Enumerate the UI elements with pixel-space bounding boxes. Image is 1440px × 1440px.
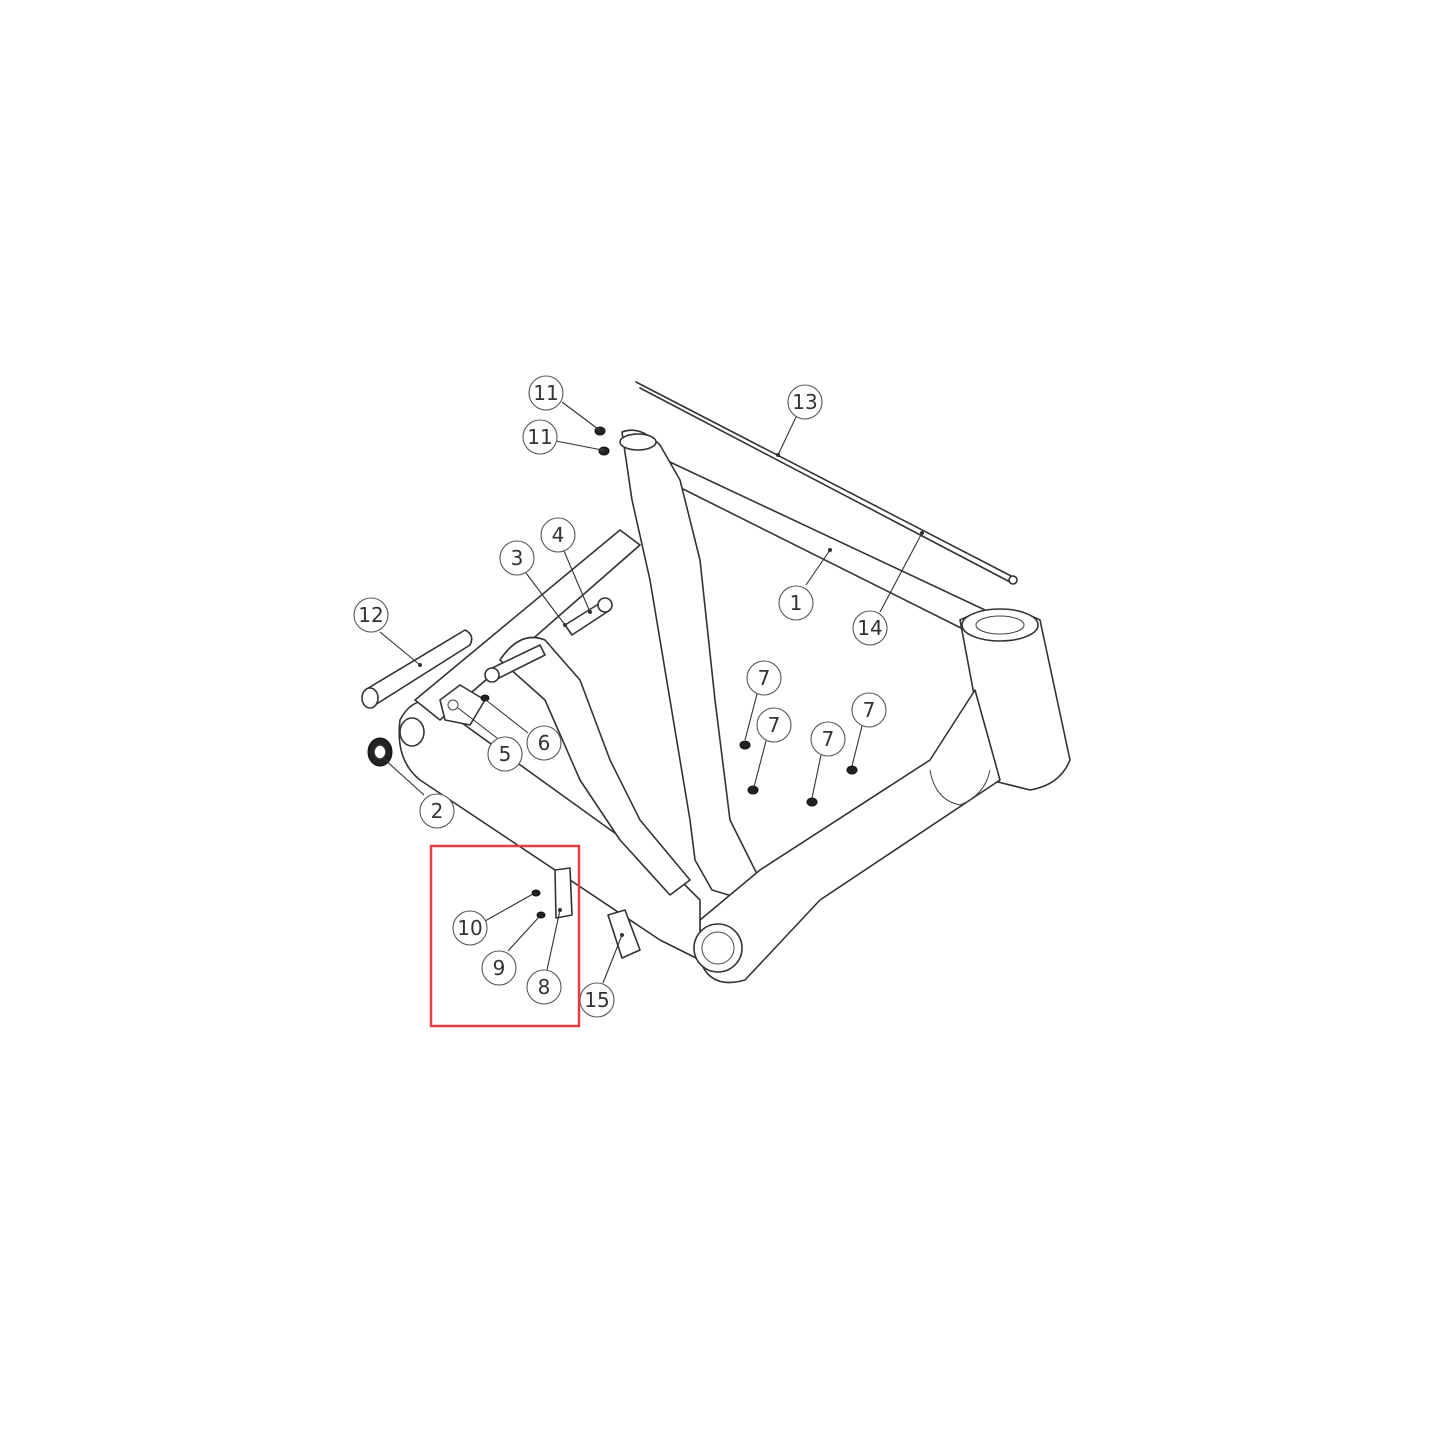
callout-15-label: 15: [584, 988, 609, 1012]
callout-4-label: 4: [552, 523, 565, 547]
callout-11a-label: 11: [533, 381, 558, 405]
callout-11b: 11: [522, 419, 558, 455]
callout-13-label: 13: [792, 390, 817, 414]
callout-3: 3: [499, 540, 535, 576]
callout-7a: 7: [746, 660, 782, 696]
callout-11b-label: 11: [527, 425, 552, 449]
callout-13: 13: [787, 384, 823, 420]
callout-6-label: 6: [538, 731, 551, 755]
callout-8-label: 8: [538, 975, 551, 999]
callout-10-label: 10: [457, 916, 482, 940]
loose-parts: [361, 381, 1018, 959]
callout-2: 2: [419, 793, 455, 829]
callout-10: 10: [452, 910, 488, 946]
callout-1: 1: [778, 585, 814, 621]
callout-14: 14: [852, 610, 888, 646]
callout-4: 4: [540, 517, 576, 553]
leader-lines: [379, 401, 924, 984]
callout-14-label: 14: [857, 616, 882, 640]
callout-15: 15: [579, 982, 615, 1018]
callout-12-label: 12: [358, 603, 383, 627]
callout-9: 9: [481, 950, 517, 986]
callout-balloons: 11 11 13 4 3 1 14 12: [353, 375, 888, 1018]
callout-8: 8: [526, 969, 562, 1005]
callout-11a: 11: [528, 375, 564, 411]
callout-5-label: 5: [499, 742, 512, 766]
callout-7b-label: 7: [768, 713, 781, 737]
callout-12: 12: [353, 597, 389, 633]
callout-7c: 7: [810, 721, 846, 757]
callout-2-label: 2: [431, 799, 444, 823]
callout-6: 6: [526, 725, 562, 761]
callout-3-label: 3: [511, 546, 524, 570]
callout-7d-label: 7: [863, 698, 876, 722]
callout-7c-label: 7: [822, 727, 835, 751]
callout-7b: 7: [756, 707, 792, 743]
highlight-box: [429, 844, 581, 1028]
callout-1-label: 1: [790, 591, 803, 615]
callout-7a-label: 7: [758, 666, 771, 690]
bicycle-frame: [398, 429, 1071, 984]
callout-5: 5: [487, 736, 523, 772]
callout-9-label: 9: [493, 956, 506, 980]
callout-7d: 7: [851, 692, 887, 728]
